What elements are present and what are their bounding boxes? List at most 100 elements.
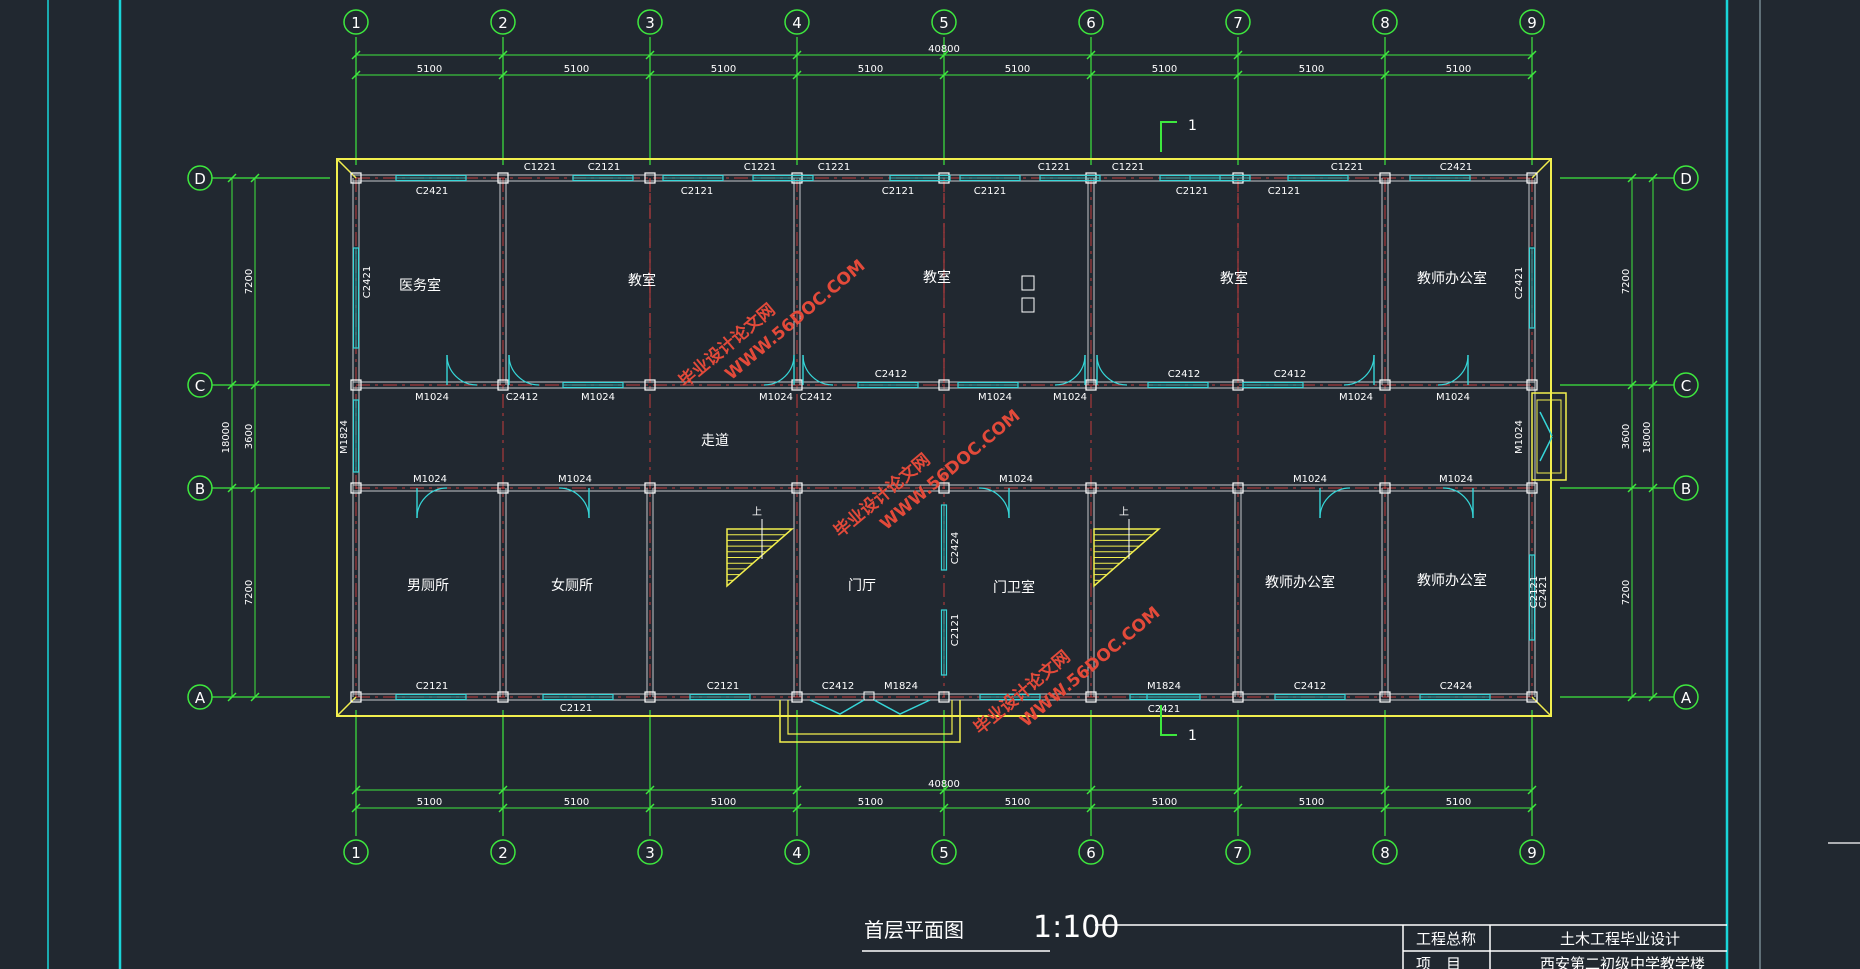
opening-label: C2121 — [1268, 186, 1300, 197]
opening-label: C2412 — [506, 392, 538, 403]
dim-span-height: 7200 — [244, 580, 255, 605]
entrance-door — [873, 699, 931, 715]
grid-bubble-1-bottom — [343, 839, 369, 865]
column — [1379, 691, 1391, 703]
opening-label: C2412 — [800, 392, 832, 403]
dim-bay-width: 5100 — [858, 797, 883, 808]
door-arc — [1054, 354, 1086, 386]
column — [644, 379, 656, 391]
grid-bubble-row-label: C — [195, 377, 205, 395]
dim-span-height: 7200 — [244, 269, 255, 294]
marker-box — [1021, 297, 1035, 313]
grid-bubble-label: 3 — [645, 844, 655, 862]
column — [1379, 172, 1391, 184]
entrance-mullion — [863, 691, 875, 701]
column — [497, 172, 509, 184]
column — [791, 691, 803, 703]
walls — [336, 158, 1567, 743]
dim-tick — [250, 483, 260, 493]
dim-tick — [939, 70, 949, 80]
dim-bay-width: 5100 — [564, 64, 589, 75]
title-block-row2-label: 项 目 — [1416, 955, 1461, 969]
dim-tick — [1527, 803, 1537, 813]
column — [791, 482, 803, 494]
drawing-title: 首层平面图 — [864, 918, 964, 942]
grid-bubble-label: 8 — [1380, 14, 1390, 32]
opening-label: M1024 — [558, 474, 592, 485]
opening-label: C2412 — [1294, 681, 1326, 692]
dim-bay-width: 5100 — [858, 64, 883, 75]
opening-label: C1221 — [1112, 162, 1144, 173]
opening-label: M1024 — [1339, 392, 1373, 403]
dim-total-width: 40800 — [928, 44, 960, 55]
wall-corner — [1531, 158, 1552, 179]
column — [938, 482, 950, 494]
dim-tick — [498, 785, 508, 795]
drawing-scale: 1:100 — [1033, 910, 1119, 945]
room-label: 教室 — [1220, 270, 1248, 287]
opening-label: C2421 — [1538, 576, 1549, 608]
opening-label: M1024 — [1514, 420, 1525, 454]
column — [1526, 691, 1538, 703]
grid-bubble-label: 4 — [792, 844, 802, 862]
opening-label: M1024 — [1293, 474, 1327, 485]
dim-tick — [1627, 483, 1637, 493]
section-mark-top-label: 1 — [1188, 118, 1197, 134]
grid-bubble-3-top — [637, 9, 663, 35]
dim-tick — [1648, 483, 1658, 493]
grid-bubble-label: 6 — [1086, 844, 1096, 862]
dim-span-height: 7200 — [1621, 580, 1632, 605]
grid-bubble-row-right — [1673, 475, 1699, 501]
column — [644, 172, 656, 184]
opening-label: M1024 — [581, 392, 615, 403]
opening-label: C1221 — [744, 162, 776, 173]
dim-tick — [1086, 803, 1096, 813]
column — [1085, 379, 1097, 391]
dim-tick — [1233, 785, 1243, 795]
dim-bay-width: 5100 — [1299, 64, 1324, 75]
grid-bubble-row-label: A — [195, 689, 206, 707]
opening-label: C2421 — [416, 186, 448, 197]
grid-bubble-4-top — [784, 9, 810, 35]
dim-tick — [351, 50, 361, 60]
openings — [352, 174, 1553, 715]
dim-bay-width: 5100 — [1152, 64, 1177, 75]
dim-tick — [227, 380, 237, 390]
side-door-leaf — [1539, 436, 1553, 462]
grid-bubble-8-bottom — [1372, 839, 1398, 865]
dim-bay-width: 5100 — [564, 797, 589, 808]
dim-tick — [1380, 50, 1390, 60]
opening-label: C2121 — [416, 681, 448, 692]
grid-bubble-3-bottom — [637, 839, 663, 865]
dim-bay-width: 5100 — [711, 64, 736, 75]
opening-label: C2421 — [1514, 267, 1525, 299]
dim-tick — [1380, 70, 1390, 80]
opening-label: C1221 — [524, 162, 556, 173]
dim-tick — [645, 803, 655, 813]
title-block — [1095, 924, 1727, 969]
grid-bubble-row-right — [1673, 372, 1699, 398]
door-arc — [763, 354, 795, 386]
opening-label: C1221 — [1331, 162, 1363, 173]
grid-bubble-row-right — [1673, 684, 1699, 710]
opening-label: M1824 — [884, 681, 918, 692]
dim-bay-width: 5100 — [417, 64, 442, 75]
dim-tick — [250, 692, 260, 702]
dim-tick — [939, 50, 949, 60]
dim-tick — [792, 50, 802, 60]
wall-corner — [336, 696, 357, 717]
grid-bubble-label: 8 — [1380, 844, 1390, 862]
dim-tick — [1627, 380, 1637, 390]
wall-corner — [1531, 696, 1552, 717]
dim-tick — [645, 70, 655, 80]
column — [1085, 691, 1097, 703]
room-labels: 医务室教室教室教室教师办公室走道男厕所女厕所门厅门卫室教师办公室教师办公室 — [399, 269, 1487, 596]
room-label: 教师办公室 — [1265, 574, 1335, 591]
dim-span-height: 3600 — [1621, 424, 1632, 449]
dim-bay-width: 5100 — [1446, 797, 1471, 808]
column — [1232, 691, 1244, 703]
title-block-row1-label: 工程总称 — [1416, 930, 1476, 948]
dim-bay-width: 5100 — [417, 797, 442, 808]
column — [644, 691, 656, 703]
